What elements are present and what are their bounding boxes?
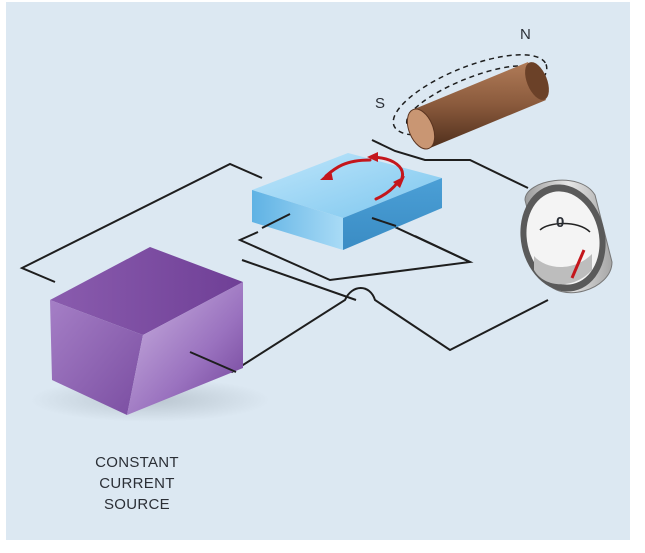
current-source-caption: CONSTANT CURRENT SOURCE bbox=[52, 452, 222, 515]
caption-line-1: CONSTANT bbox=[95, 454, 179, 471]
galvanometer bbox=[520, 179, 613, 294]
caption-line-2: CURRENT bbox=[99, 475, 175, 492]
meter-zero-label: 0 bbox=[556, 214, 565, 231]
bar-magnet bbox=[392, 54, 549, 150]
current-source-box bbox=[50, 247, 243, 415]
current-deflection-arrows bbox=[320, 152, 405, 201]
caption-line-3: SOURCE bbox=[104, 496, 170, 513]
south-pole-label: S bbox=[375, 95, 386, 112]
semiconductor-plate bbox=[252, 153, 442, 250]
circuit-wires bbox=[19, 139, 549, 374]
north-pole-label: N bbox=[520, 26, 532, 43]
meter-needle bbox=[570, 249, 586, 279]
